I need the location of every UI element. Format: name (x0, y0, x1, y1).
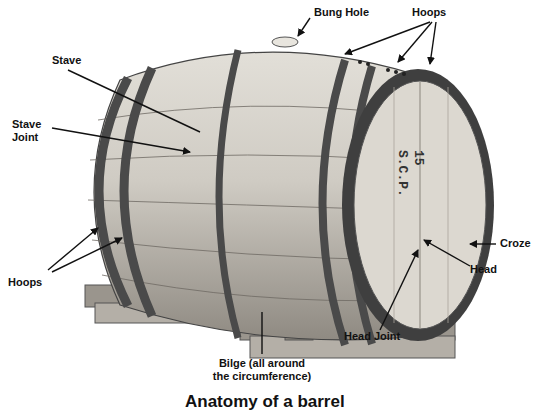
part-label: Croze (500, 237, 531, 250)
barrel-head (354, 81, 486, 329)
bung-hole (272, 37, 298, 47)
part-label: Hoops (412, 6, 446, 19)
head-hoop (342, 69, 494, 341)
diagram-title: Anatomy of a barrel (185, 392, 345, 412)
part-label: Head (470, 263, 497, 276)
leader-lines (48, 18, 496, 354)
part-label: Stave (52, 54, 81, 67)
part-label: Head Joint (344, 330, 400, 343)
barrel-stamp: 15 (411, 150, 426, 166)
part-label: Stave Joint (12, 118, 54, 144)
barrel-stamp: S.C.P. (395, 150, 410, 197)
part-label: Bung Hole (314, 6, 369, 19)
part-label: Hoops (8, 276, 42, 289)
part-label: Bilge (all around the circumference) (212, 357, 312, 383)
